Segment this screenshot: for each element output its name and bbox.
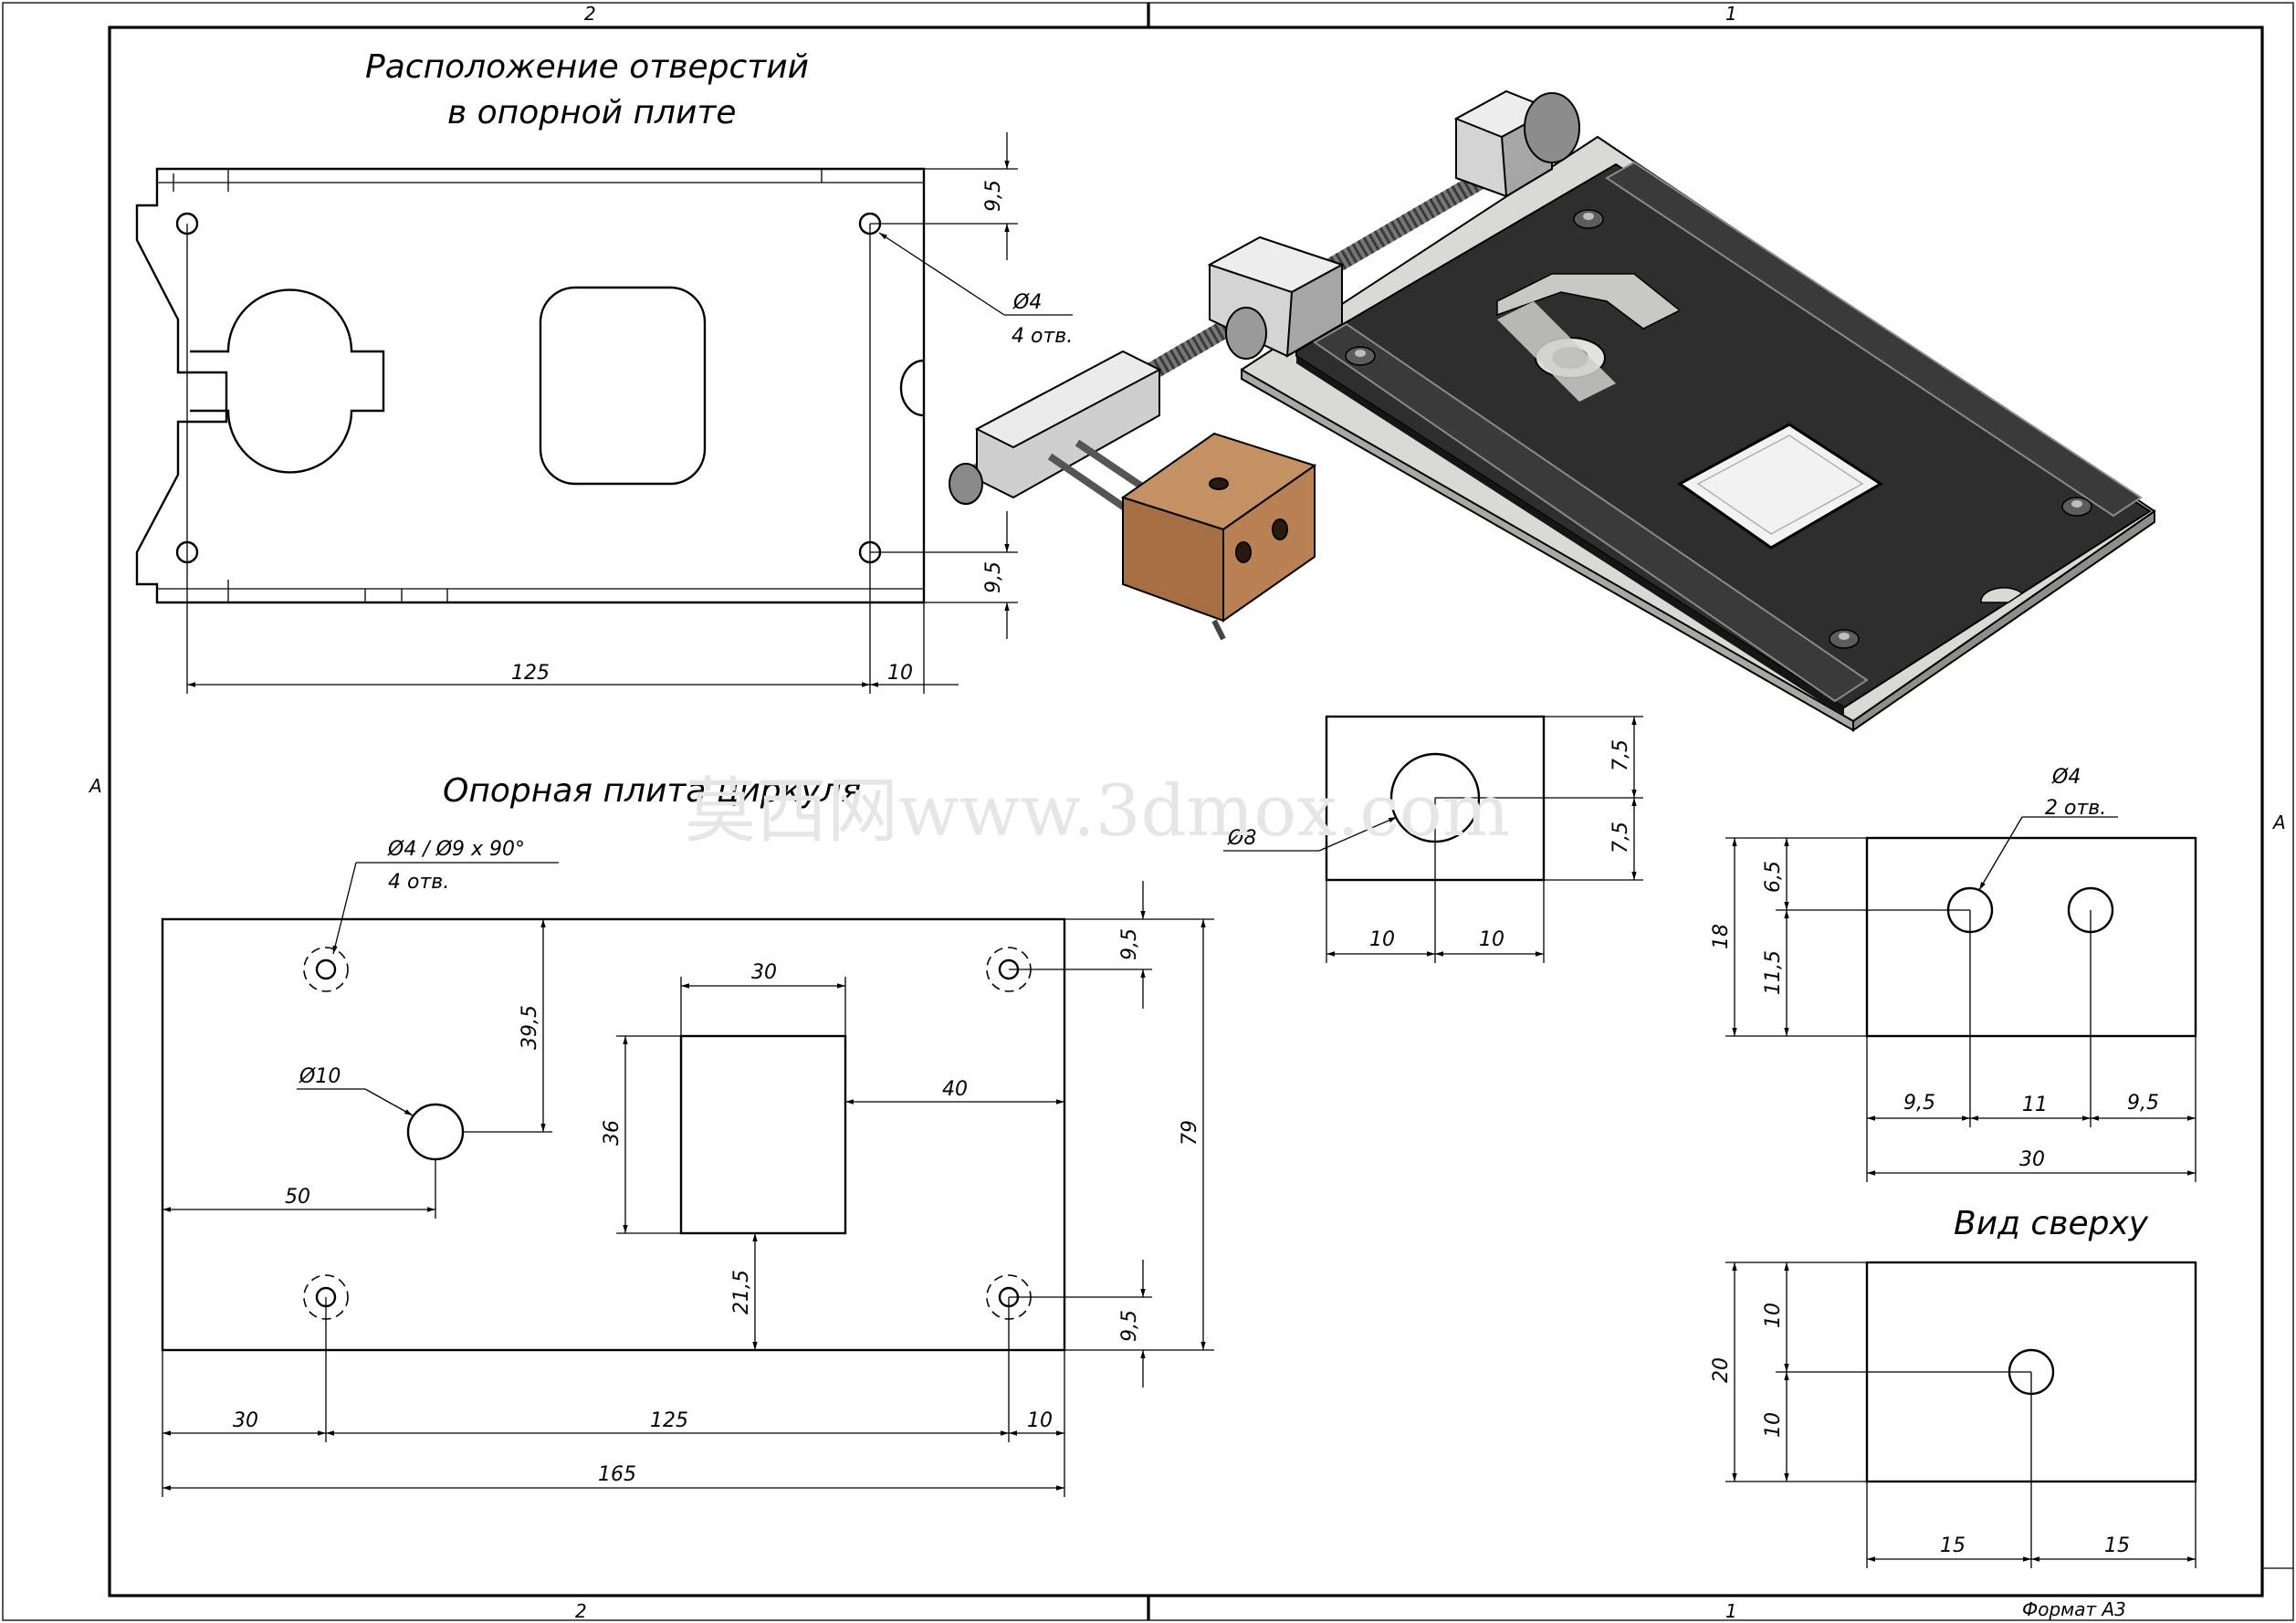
block-side-view: Ø4 2 отв. 18 6,5 11,5 9,5 11 9,5 30 <box>1710 766 2197 1182</box>
format-label: Формат А3 <box>2022 1598 2126 1620</box>
dim-125-bottom: 125 <box>650 1409 688 1432</box>
zone-label-side-left: A <box>88 775 102 797</box>
zone-label-side-right: A <box>2271 812 2286 833</box>
zone-label-bottom-right: 1 <box>1725 1600 1737 1622</box>
plate-hole-callout: Ø4 / Ø9 x 90° <box>387 838 525 861</box>
holes-title-line2: в опорной плите <box>447 94 737 131</box>
dim-side-6-5: 6,5 <box>1762 861 1785 893</box>
dim-30-bottom: 30 <box>233 1409 258 1432</box>
center-hole-label: Ø10 <box>299 1065 341 1088</box>
zone-label-top-left: 2 <box>584 3 596 25</box>
isometric-assembly <box>949 89 2156 732</box>
dim-21-5: 21,5 <box>730 1270 753 1314</box>
window-cutout <box>539 286 707 486</box>
dim-side-9-5-left: 9,5 <box>1903 1092 1935 1115</box>
keyhole-cutout <box>190 288 385 474</box>
dim-top-20: 20 <box>1710 1357 1733 1383</box>
dim-holes-10: 10 <box>887 662 913 685</box>
dim-79: 79 <box>1179 1120 1201 1146</box>
dim-side-30: 30 <box>2019 1148 2045 1171</box>
dim-50: 50 <box>285 1186 310 1209</box>
dim-9-5-bottom: 9,5 <box>1118 1310 1141 1342</box>
zone-label-bottom-left: 2 <box>575 1600 587 1622</box>
dim-front-7-5-bottom: 7,5 <box>1609 822 1632 853</box>
countersunk-holes <box>303 947 1032 1320</box>
block-side-outline <box>1865 836 2197 1038</box>
dim-holes-bottom: 9,5 <box>982 561 1005 593</box>
block-front-view: 7,5 7,5 10 10 Ø8 <box>1223 715 1643 963</box>
dim-front-7-5-top: 7,5 <box>1609 739 1632 771</box>
block-top-view: Вид сверху 20 10 10 15 15 <box>1710 1205 2197 1568</box>
dim-side-18: 18 <box>1710 924 1733 949</box>
watermark: 莫西网www.3dmox.com <box>685 770 1510 853</box>
holes-location-view: Расположение отверстий в опорной плите 9… <box>135 48 1073 694</box>
dim-side-11-5: 11,5 <box>1762 950 1785 995</box>
dim-holes-top: 9,5 <box>982 180 1005 212</box>
dim-165: 165 <box>598 1463 636 1486</box>
holes-title-line1: Расположение отверстий <box>365 48 809 86</box>
dim-side-9-5-right: 9,5 <box>2127 1092 2159 1115</box>
block-front-diameter: Ø8 <box>1227 827 1256 850</box>
center-hole-10 <box>406 1103 465 1161</box>
dim-9-5-top: 9,5 <box>1118 928 1141 960</box>
support-plate-view: Опорная плита циркуля Ø4 / Ø9 x 90° 4 от… <box>161 772 1214 1497</box>
plate-title: Опорная плита циркуля <box>443 772 861 810</box>
holes-diameter-label: Ø4 <box>1012 291 1042 314</box>
plate-window <box>679 1034 847 1235</box>
block-side-diameter: Ø4 <box>2051 766 2081 789</box>
dim-window-width: 30 <box>751 961 777 984</box>
block-side-hole-count: 2 отв. <box>2045 797 2106 820</box>
base-plate-outline <box>135 167 926 604</box>
dim-holes-125: 125 <box>511 662 550 685</box>
dim-window-height: 36 <box>601 1120 624 1146</box>
dim-39-5: 39,5 <box>519 1005 541 1050</box>
holes-count-label: 4 отв. <box>1012 325 1073 348</box>
dim-front-10-left: 10 <box>1369 928 1395 951</box>
dim-side-11: 11 <box>2022 1094 2048 1116</box>
plate-hole-count: 4 отв. <box>388 871 449 894</box>
support-plate-outline <box>161 917 1066 1352</box>
wood-block-3d <box>1120 432 1317 623</box>
dim-top-15-right: 15 <box>2104 1534 2130 1557</box>
dim-top-15-left: 15 <box>1940 1534 1966 1557</box>
dim-10-bottom: 10 <box>1027 1409 1053 1432</box>
zone-label-top-right: 1 <box>1725 3 1737 25</box>
dim-top-10-lower: 10 <box>1762 1412 1785 1438</box>
top-view-title: Вид сверху <box>1954 1205 2149 1242</box>
dim-front-10-right: 10 <box>1479 928 1504 951</box>
dim-40: 40 <box>942 1078 968 1101</box>
dim-top-10-upper: 10 <box>1762 1303 1785 1328</box>
